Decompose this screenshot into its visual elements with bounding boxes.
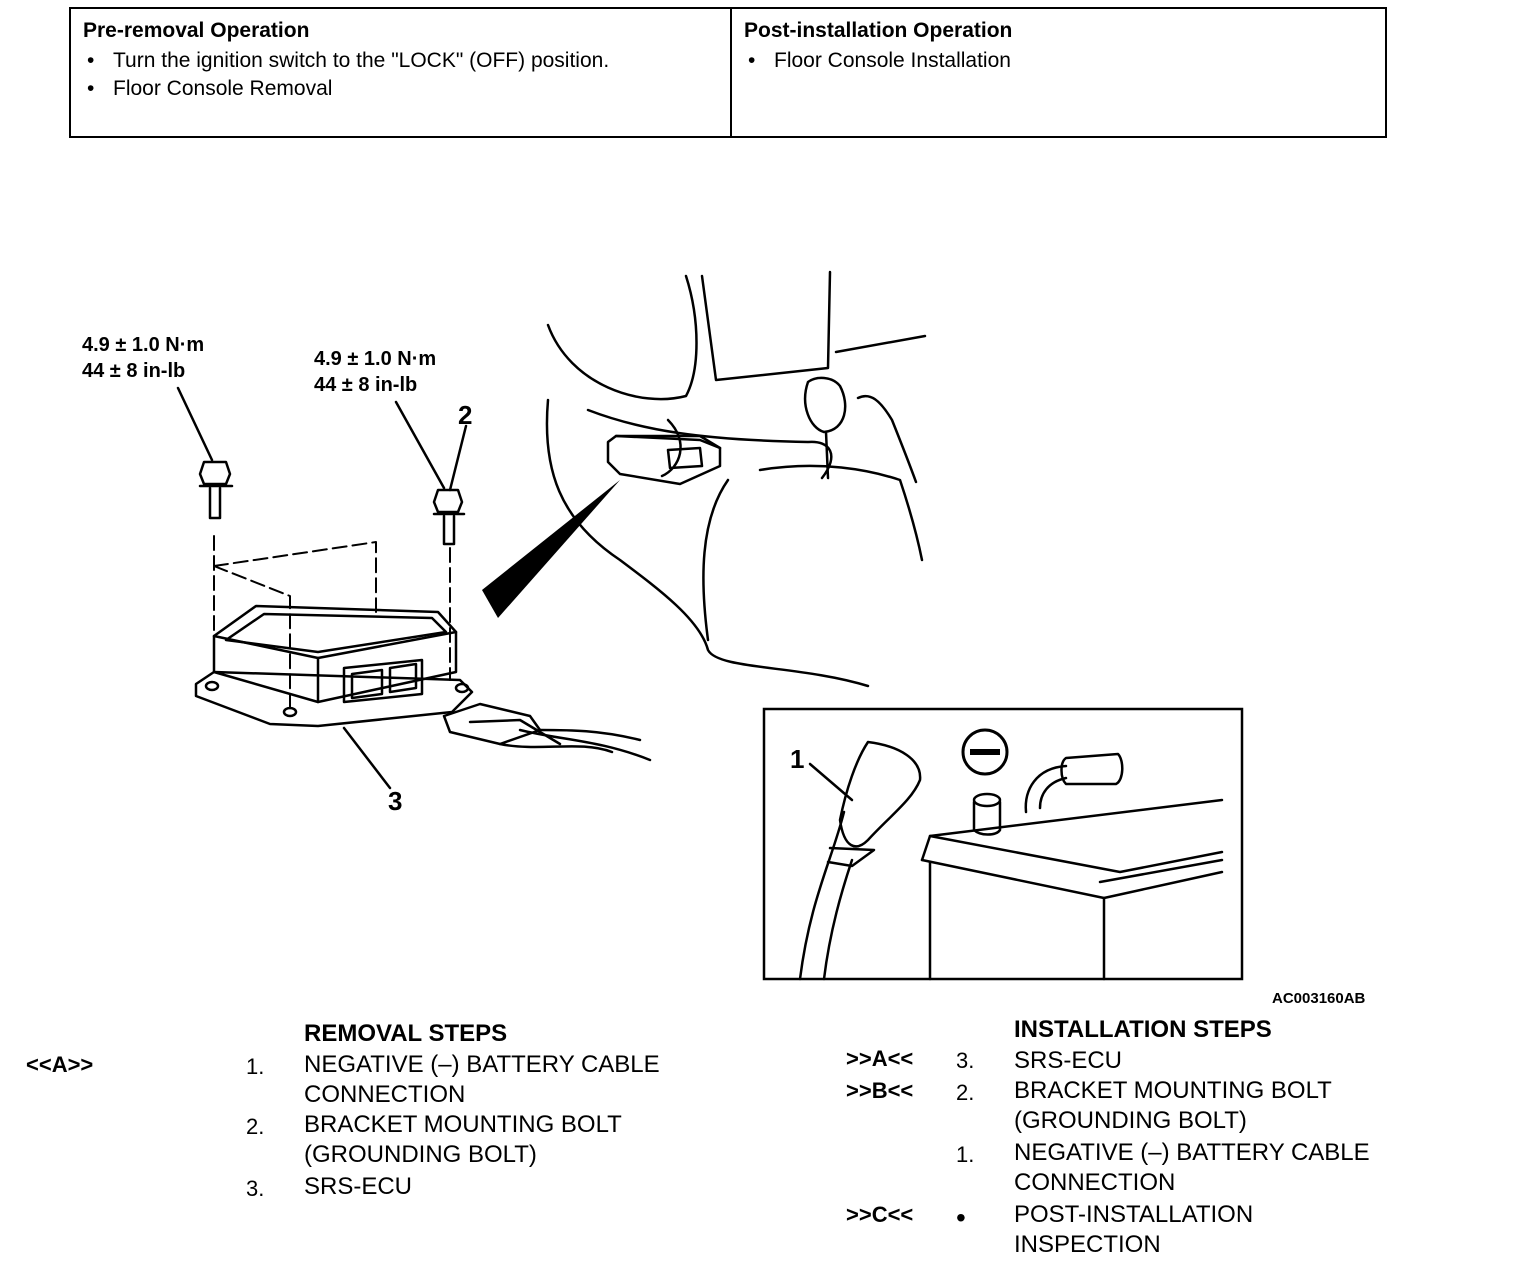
step-line: NEGATIVE (–) BATTERY CABLE bbox=[304, 1051, 660, 1078]
callout-3: 3 bbox=[388, 786, 403, 816]
negative-terminal-icon bbox=[961, 728, 1009, 776]
pre-removal-item: Turn the ignition switch to the "LOCK" (… bbox=[83, 47, 609, 75]
installation-step-number: 2. bbox=[956, 1080, 975, 1105]
removal-step-number: 3. bbox=[246, 1176, 265, 1201]
post-installation-list: Floor Console Installation bbox=[744, 47, 1011, 75]
removal-step-number: 1. bbox=[246, 1054, 265, 1079]
bolt-left bbox=[198, 460, 234, 520]
step-line: INSPECTION bbox=[1014, 1231, 1161, 1258]
installation-step-2: BRACKET MOUNTING BOLT (GROUNDING BOLT) bbox=[1014, 1076, 1332, 1136]
torque-label-right: 4.9 ± 1.0 N·m 44 ± 8 in-lb bbox=[314, 346, 436, 398]
step-line: BRACKET MOUNTING BOLT bbox=[1014, 1077, 1332, 1104]
torque-nm: 4.9 ± 1.0 N·m bbox=[314, 348, 437, 370]
callout-2: 2 bbox=[458, 400, 473, 430]
pre-removal-item: Floor Console Removal bbox=[83, 75, 609, 103]
callout-1: 1 bbox=[790, 744, 805, 774]
removal-step-number: 2. bbox=[246, 1114, 265, 1139]
step-line: SRS-ECU bbox=[304, 1173, 413, 1200]
torque-nm: 4.9 ± 1.0 N·m bbox=[82, 334, 205, 356]
post-installation-item: Floor Console Installation bbox=[744, 47, 1011, 75]
removal-step-3: SRS-ECU bbox=[304, 1172, 412, 1202]
installation-step-1: NEGATIVE (–) BATTERY CABLE CONNECTION bbox=[1014, 1138, 1370, 1198]
installation-ref-c: >>C<< bbox=[846, 1202, 914, 1227]
post-installation-column: Post-installation Operation Floor Consol… bbox=[732, 9, 1385, 136]
callout-2-leader bbox=[448, 424, 468, 492]
step-line: POST-INSTALLATION bbox=[1014, 1201, 1254, 1228]
detail-pointer-wedge bbox=[482, 480, 620, 618]
torque-left-leader bbox=[176, 386, 214, 462]
step-line: CONNECTION bbox=[1014, 1169, 1176, 1196]
pre-removal-title: Pre-removal Operation bbox=[83, 19, 310, 42]
installation-ref-b: >>B<< bbox=[846, 1078, 914, 1103]
step-line: NEGATIVE (–) BATTERY CABLE bbox=[1014, 1139, 1370, 1166]
installation-ref-a: >>A<< bbox=[846, 1046, 914, 1071]
battery-inset-frame bbox=[762, 707, 1244, 981]
callout-3-leader bbox=[342, 726, 392, 790]
step-line: (GROUNDING BOLT) bbox=[1014, 1107, 1247, 1134]
removal-steps-heading: REMOVAL STEPS bbox=[304, 1020, 508, 1047]
bolt-right bbox=[432, 488, 466, 546]
removal-ref-a: <<A>> bbox=[26, 1052, 94, 1077]
torque-inlb: 44 ± 8 in-lb bbox=[82, 360, 186, 382]
battery-sketch bbox=[798, 740, 1224, 981]
installation-step-number: 1. bbox=[956, 1142, 975, 1167]
harness-connector bbox=[442, 702, 652, 762]
pre-removal-column: Pre-removal Operation Turn the ignition … bbox=[71, 9, 732, 136]
post-installation-title: Post-installation Operation bbox=[744, 19, 1013, 42]
operations-table: Pre-removal Operation Turn the ignition … bbox=[69, 7, 1387, 138]
torque-inlb: 44 ± 8 in-lb bbox=[314, 374, 418, 396]
figure-code: AC003160AB bbox=[1272, 990, 1366, 1007]
removal-step-1: NEGATIVE (–) BATTERY CABLE CONNECTION bbox=[304, 1050, 660, 1110]
installation-bullet: • bbox=[956, 1202, 966, 1233]
step-line: (GROUNDING BOLT) bbox=[304, 1141, 537, 1168]
torque-right-leader bbox=[394, 400, 446, 490]
step-line: SRS-ECU bbox=[1014, 1047, 1123, 1074]
installation-step-3: SRS-ECU bbox=[1014, 1046, 1122, 1076]
removal-step-2: BRACKET MOUNTING BOLT (GROUNDING BOLT) bbox=[304, 1110, 622, 1170]
installation-step-number: 3. bbox=[956, 1048, 975, 1073]
pre-removal-list: Turn the ignition switch to the "LOCK" (… bbox=[83, 47, 609, 103]
torque-label-left: 4.9 ± 1.0 N·m 44 ± 8 in-lb bbox=[82, 332, 204, 384]
step-line: CONNECTION bbox=[304, 1081, 466, 1108]
srs-ecu-unit bbox=[194, 604, 474, 728]
installation-post-inspection: POST-INSTALLATION INSPECTION bbox=[1014, 1200, 1253, 1260]
installation-steps-heading: INSTALLATION STEPS bbox=[1014, 1016, 1272, 1043]
alignment-lines bbox=[213, 535, 451, 713]
vehicle-interior-sketch bbox=[545, 270, 927, 688]
step-line: BRACKET MOUNTING BOLT bbox=[304, 1111, 622, 1138]
